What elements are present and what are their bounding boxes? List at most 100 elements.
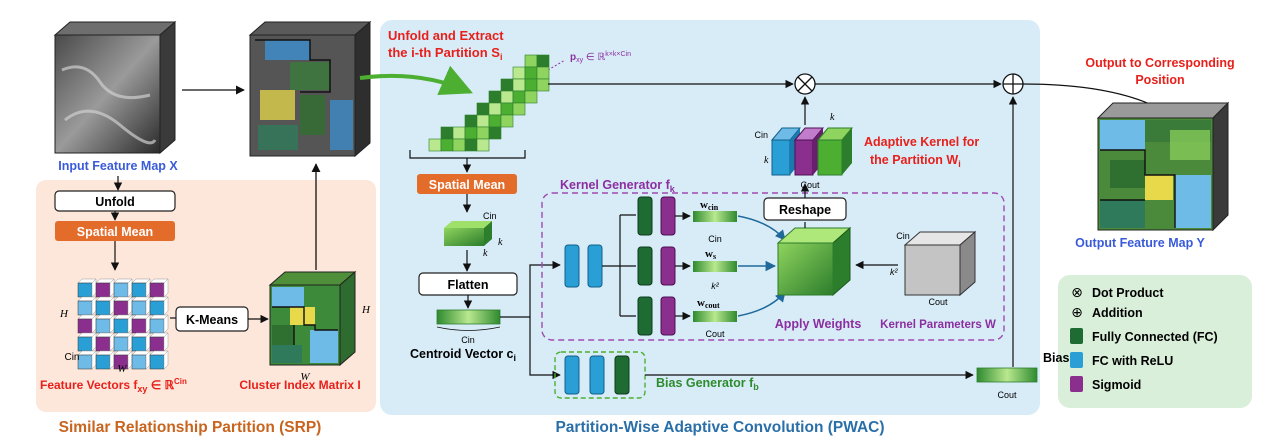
- srp-spatial-mean-label: Spatial Mean: [77, 225, 153, 239]
- partitioned-feature-map: [248, 20, 372, 158]
- kgen-relu-block-2: [587, 244, 603, 288]
- pwac-spatial-mean-label: Spatial Mean: [429, 178, 505, 192]
- feature-vector-cell: [95, 300, 111, 316]
- partition-block: [512, 102, 526, 116]
- legend-swatch: [1070, 328, 1083, 344]
- partition-block: [476, 138, 490, 152]
- bias-relu-block-2: [589, 355, 605, 395]
- feature-vector-side: [163, 350, 169, 370]
- cluster-index-matrix: [268, 270, 357, 367]
- legend-panel: [1058, 275, 1252, 408]
- feature-vector-cell: [149, 282, 165, 298]
- feature-vector-cell: [77, 336, 93, 352]
- kgen-branch-cout: [637, 296, 737, 336]
- kgen-branch-cin: [637, 196, 737, 236]
- partition-block: [524, 90, 538, 104]
- arrow-extract-partition: [359, 65, 473, 96]
- feature-vectors-label: Feature Vectors fxy ∈ ℝCin: [40, 377, 187, 394]
- kernel-params-label: Kernel Parameters W: [880, 319, 996, 331]
- kernel-parameters-cube: [903, 230, 977, 297]
- partition-block: [476, 126, 490, 140]
- legend-swatch: [1070, 376, 1083, 392]
- feature-vector-cell: [149, 354, 165, 370]
- partition-block: [536, 78, 550, 92]
- feature-vector-cell: [77, 318, 93, 334]
- partition-block: [488, 102, 502, 116]
- kernel-dim-cout: Cout: [800, 180, 820, 190]
- w-cin-label: wcin: [700, 199, 719, 212]
- unfold-extract-line1: Unfold and Extract: [388, 28, 504, 43]
- pwac-spatial-mean-box: [417, 174, 517, 194]
- partition-block: [452, 138, 466, 152]
- kgen-branch-lines: [602, 214, 636, 317]
- arrow-centroid-to-bias-gen: [529, 317, 561, 380]
- legend-symbol: ⊗: [1071, 285, 1083, 301]
- input-feature-map-label: Input Feature Map X: [58, 159, 178, 173]
- feature-vector-cell: [149, 300, 165, 316]
- legend-label: Fully Connected (FC): [1092, 330, 1218, 344]
- legend-label: Dot Product: [1092, 286, 1164, 300]
- bias-relu-block-1: [564, 355, 580, 395]
- partition-block: [464, 126, 478, 140]
- extracted-partition-blocks: [428, 54, 550, 152]
- feature-vector-cell: [95, 318, 111, 334]
- legend-item: Sigmoid: [1070, 376, 1141, 392]
- partition-block: [512, 78, 526, 92]
- w-s-dim: k²: [711, 281, 720, 291]
- partition-block: [452, 126, 466, 140]
- feature-vector-side: [163, 314, 169, 334]
- reshape-label: Reshape: [779, 203, 831, 217]
- srp-dim-w: W: [117, 363, 127, 375]
- bias-vector-bar: [976, 367, 1038, 383]
- feature-vector-cell: [95, 336, 111, 352]
- feature-vector-cell: [131, 282, 147, 298]
- partition-block: [488, 114, 502, 128]
- feature-vector-cell: [77, 300, 93, 316]
- feature-vector-side: [163, 332, 169, 352]
- legend-item: ⊕Addition: [1071, 305, 1143, 321]
- feature-vector-side: [163, 296, 169, 316]
- feature-vector-cell: [131, 318, 147, 334]
- arrow-wcin-to-apply: [737, 215, 786, 241]
- pxy-pointer: [547, 59, 566, 71]
- pwac-title: Partition-Wise Adaptive Convolution (PWA…: [555, 419, 884, 436]
- bias-fc-block: [614, 355, 630, 395]
- partition-block: [512, 90, 526, 104]
- partition-block: [500, 102, 514, 116]
- partition-block: [500, 78, 514, 92]
- output-position-line1: Output to Corresponding: [1085, 56, 1234, 70]
- partition-block: [464, 114, 478, 128]
- legend-swatch: [1070, 352, 1083, 368]
- cluster-dim-h: H: [361, 304, 371, 316]
- srp-spatial-mean-box: [55, 221, 175, 241]
- partition-block: [428, 138, 442, 152]
- kernel-params-dim-k2: k²: [890, 267, 899, 277]
- centroid-dim-cin: Cin: [461, 335, 475, 345]
- w-cout-dim: Cout: [705, 329, 725, 339]
- feature-vectors-grid: [77, 278, 169, 370]
- centroid-vector-bar: [436, 309, 501, 325]
- srp-dim-h: H: [59, 308, 69, 320]
- legend-symbol: ⊕: [1071, 305, 1083, 321]
- legend-item: Fully Connected (FC): [1070, 328, 1218, 344]
- partition-block: [488, 126, 502, 140]
- partition-block: [440, 126, 454, 140]
- feature-vector-cell: [95, 354, 111, 370]
- pxy-label: pxy ∈ ℝk×k×Cin: [570, 51, 631, 64]
- w-cin-dim: Cin: [708, 234, 722, 244]
- kernel-dim-k-top: k: [830, 112, 835, 123]
- centroid-label: Centroid Vector ci: [410, 347, 516, 363]
- cluster-index-label: Cluster Index Matrix I: [239, 378, 360, 392]
- feature-vector-cell: [113, 318, 129, 334]
- adaptive-kernel-line2: the Partition Wi: [870, 153, 961, 169]
- mean-cube-dim-cin: Cin: [483, 211, 497, 221]
- partition-block: [512, 66, 526, 80]
- kmeans-label: K-Means: [186, 313, 238, 327]
- bias-dim-cout: Cout: [997, 390, 1017, 400]
- kernel-params-dim-cin: Cin: [896, 231, 910, 241]
- arrow-centroid-to-kernel-gen: [500, 260, 561, 318]
- feature-vector-cell: [131, 354, 147, 370]
- feature-vector-side: [163, 278, 169, 298]
- output-feature-map-cube: [1096, 101, 1230, 232]
